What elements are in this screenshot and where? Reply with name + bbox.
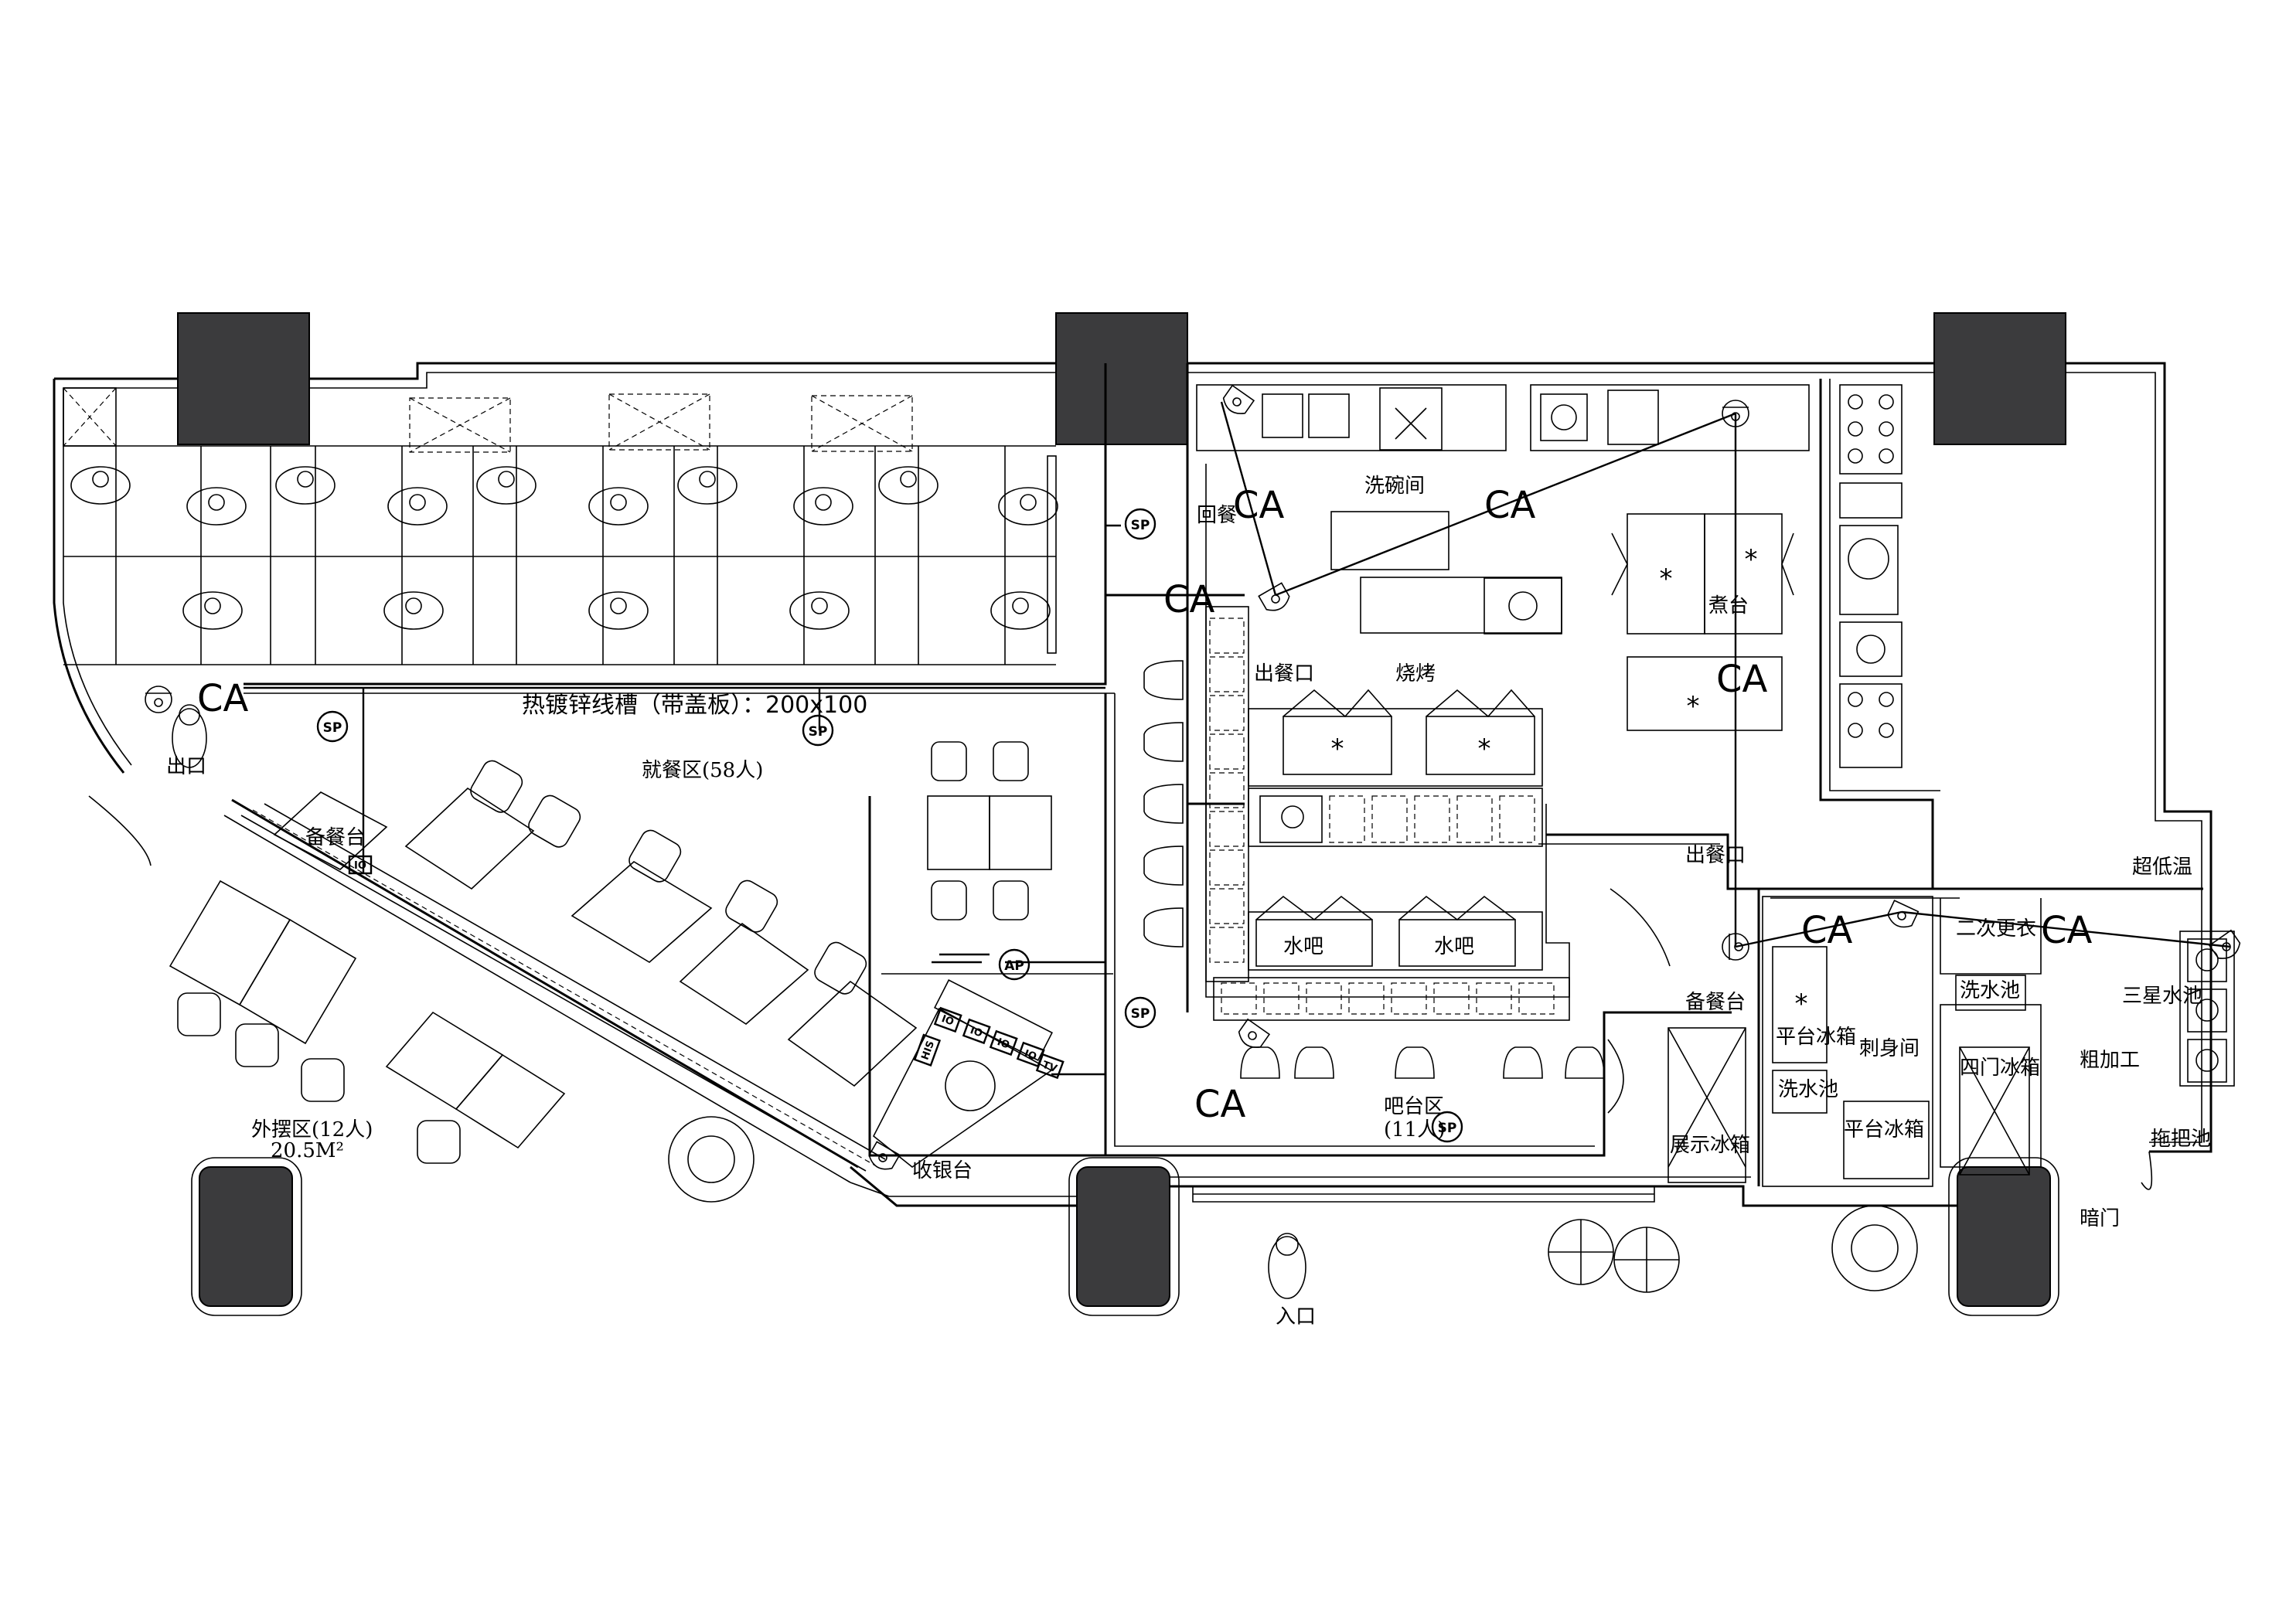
camera-label: CA bbox=[1233, 484, 1285, 527]
camera-icon bbox=[1722, 933, 1749, 961]
camera-label: CA bbox=[1801, 909, 1853, 952]
camera-label: CA bbox=[2041, 909, 2093, 952]
svg-text:*: * bbox=[1687, 691, 1700, 722]
water-bar-label: 水吧 bbox=[1283, 935, 1323, 958]
camera-icon bbox=[1258, 582, 1290, 611]
column bbox=[1957, 1166, 2051, 1307]
camera-icon bbox=[1222, 384, 1255, 414]
svg-text:IO: IO bbox=[996, 1036, 1011, 1052]
cable-trunking-label: 热镀锌线槽（带盖板）：200x100 bbox=[522, 692, 867, 719]
sashimi-room-label: 刺身间 bbox=[1859, 1037, 1920, 1060]
bar-area-label: 吧台区 bbox=[1384, 1095, 1444, 1118]
speaker-symbols: SP SP SP SP SP bbox=[316, 508, 1463, 1143]
svg-text:IO: IO bbox=[1023, 1048, 1038, 1063]
svg-text:*: * bbox=[1660, 563, 1673, 594]
bar-area-count: (11人) bbox=[1384, 1118, 1445, 1142]
cashier-label: 收银台 bbox=[912, 1159, 973, 1182]
speaker-icon: SP bbox=[1431, 1111, 1463, 1143]
svg-text:IO: IO bbox=[354, 860, 366, 872]
device-wiring bbox=[244, 401, 2231, 1076]
prep-counter-label: 备餐台 bbox=[1685, 991, 1746, 1014]
wash-sink-label: 洗水池 bbox=[1778, 1078, 1838, 1101]
info-outlet-icon: IO bbox=[989, 1029, 1018, 1056]
kitchen-equipment: * * * * * bbox=[1143, 384, 2235, 1183]
svg-text:*: * bbox=[1795, 988, 1808, 1019]
dining-area-label: 就餐区(58人) bbox=[642, 759, 763, 782]
info-outlet-icon: IO bbox=[933, 1006, 962, 1033]
outer-walls bbox=[53, 362, 2213, 1207]
svg-text:*: * bbox=[1745, 544, 1758, 575]
tv-icon: TV bbox=[1035, 1053, 1065, 1080]
wash-sink-label: 洗水池 bbox=[1960, 979, 2020, 1002]
water-bar-label: 水吧 bbox=[1434, 935, 1474, 958]
camera-label: CA bbox=[1194, 1083, 1246, 1126]
camera-icon bbox=[145, 686, 172, 713]
camera-icon bbox=[1722, 400, 1749, 427]
speaker-icon: SP bbox=[1124, 996, 1157, 1029]
changing-room-label: 二次更衣 bbox=[1956, 917, 2036, 941]
outdoor-area-size: 20.5M² bbox=[271, 1139, 344, 1162]
serving-window-label: 出餐口 bbox=[1254, 662, 1314, 686]
camera-labels: CA CA CA CA CA CA CA CA bbox=[197, 484, 2093, 1126]
entrance-label: 入口 bbox=[1276, 1305, 1316, 1329]
svg-text:SP: SP bbox=[1131, 518, 1150, 533]
outlet-symbols: IO IO IO IO IO HIS TV bbox=[348, 855, 1065, 1080]
cooking-station-label: 煮台 bbox=[1708, 594, 1749, 618]
camera-icon bbox=[1887, 900, 1920, 928]
flat-fridge-label: 平台冰箱 bbox=[1844, 1118, 1924, 1142]
triple-sink-label: 三星水池 bbox=[2122, 985, 2202, 1008]
svg-text:IO: IO bbox=[969, 1025, 984, 1040]
flat-fridge-label: 平台冰箱 bbox=[1776, 1026, 1856, 1049]
hidden-door-label: 暗门 bbox=[2080, 1207, 2120, 1230]
area-labels: 洗碗间 回餐 烧烤 出餐口 出餐口 煮台 就餐区(58人) 出口 备餐台 备餐台… bbox=[166, 475, 2211, 1329]
column bbox=[1076, 1166, 1170, 1307]
prep-counter-label: 备餐台 bbox=[305, 826, 366, 849]
column bbox=[1055, 312, 1188, 445]
svg-text:SP: SP bbox=[1131, 1006, 1150, 1022]
ultra-low-temp-label: 超低温 bbox=[2132, 856, 2192, 879]
interior-walls bbox=[244, 363, 2203, 1190]
grill-label: 烧烤 bbox=[1395, 662, 1436, 686]
exit-label: 出口 bbox=[166, 755, 206, 778]
booth-seating-row bbox=[63, 387, 1058, 665]
rough-processing-label: 粗加工 bbox=[2080, 1049, 2140, 1072]
column bbox=[199, 1166, 293, 1307]
info-outlet-icon: IO bbox=[962, 1018, 991, 1045]
wash-room-label: 洗碗间 bbox=[1364, 475, 1425, 498]
his-icon: HIS bbox=[913, 1033, 942, 1067]
svg-text:SP: SP bbox=[809, 724, 828, 740]
camera-label: CA bbox=[197, 677, 249, 720]
access-point-icon: AP bbox=[998, 948, 1030, 981]
camera-icon bbox=[868, 1141, 901, 1170]
speaker-icon: SP bbox=[802, 714, 834, 747]
display-fridge-label: 展示冰箱 bbox=[1670, 1134, 1750, 1157]
speaker-icon: SP bbox=[316, 710, 349, 743]
svg-text:SP: SP bbox=[323, 720, 342, 736]
mop-sink-label: 拖把池 bbox=[2151, 1128, 2211, 1151]
svg-text:IO: IO bbox=[940, 1013, 956, 1029]
structural-columns bbox=[177, 312, 2066, 1307]
return-window-label: 回餐 bbox=[1197, 504, 1237, 527]
four-door-fridge-label: 四门冰箱 bbox=[1960, 1056, 2040, 1080]
svg-text:AP: AP bbox=[1004, 958, 1024, 974]
camera-label: CA bbox=[1484, 484, 1536, 527]
column bbox=[1933, 312, 2066, 445]
serving-window-label: 出餐口 bbox=[1685, 844, 1746, 867]
svg-text:*: * bbox=[1478, 733, 1491, 764]
cable-trunking bbox=[240, 803, 886, 1172]
camera-symbols bbox=[145, 384, 2241, 1170]
speaker-icon: SP bbox=[1124, 508, 1157, 540]
camera-label: CA bbox=[1716, 658, 1768, 701]
column bbox=[177, 312, 310, 445]
camera-label: CA bbox=[1163, 578, 1215, 621]
info-outlet-icon: IO bbox=[348, 855, 373, 875]
svg-text:TV: TV bbox=[1041, 1060, 1058, 1076]
camera-icon bbox=[2208, 929, 2241, 959]
outdoor-area-label: 外摆区(12人) bbox=[251, 1118, 373, 1142]
svg-text:*: * bbox=[1331, 733, 1344, 764]
column-outlines bbox=[191, 1157, 2059, 1316]
svg-text:SP: SP bbox=[1438, 1121, 1457, 1136]
camera-icon bbox=[1238, 1018, 1271, 1048]
